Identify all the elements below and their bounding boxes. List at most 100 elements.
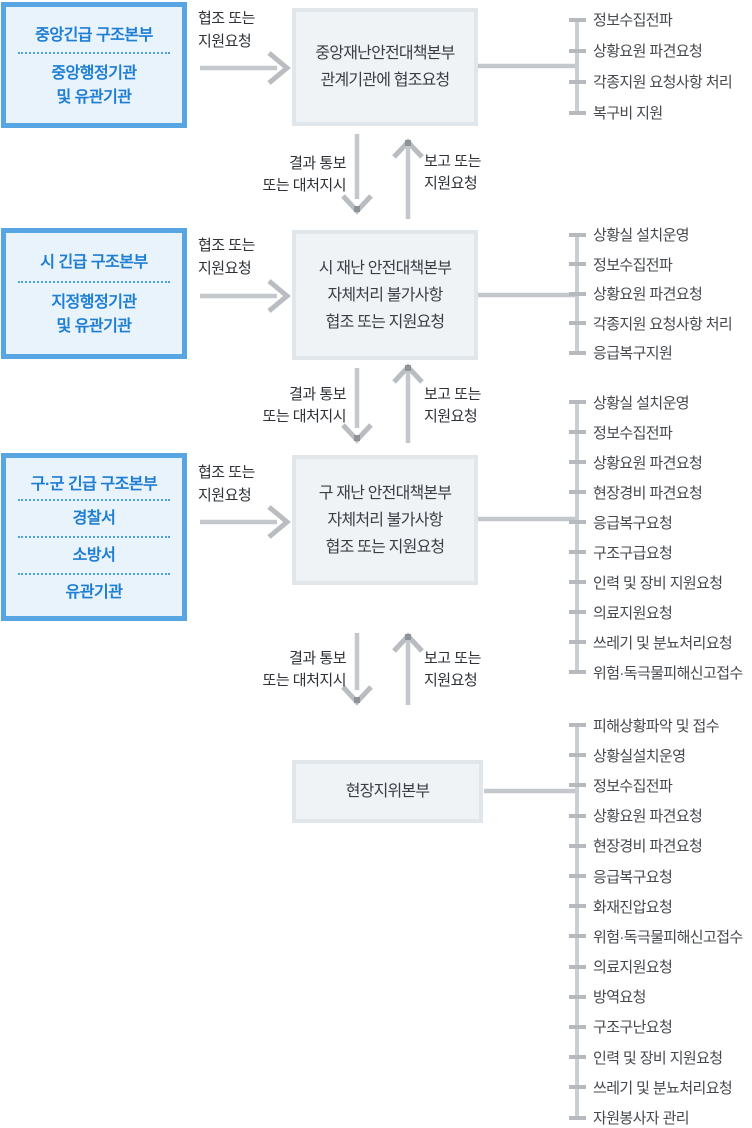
list-item: 방역요청 <box>569 982 752 1012</box>
dotted-divider <box>18 536 170 538</box>
label-line: 지원요청 <box>198 487 252 504</box>
central-disaster-safety-hq-box: 중앙재난안전대책본부 관계기관에 협조요청 <box>292 8 478 126</box>
box-title: 구·군 긴급 구조본부 <box>30 475 158 493</box>
up-arrow-1 <box>392 138 424 219</box>
list-item: 자원봉사자 관리 <box>569 1102 752 1128</box>
list-item: 응급복구지원 <box>569 338 752 368</box>
up-arrow-label-2: 보고 또는 지원요청 <box>424 384 544 428</box>
list-item: 인력 및 장비 지원요청 <box>569 1042 752 1072</box>
up-arrow-label-1: 보고 또는 지원요청 <box>424 151 544 195</box>
down-arrow-label-3: 결과 통보 또는 대처지시 <box>218 648 347 692</box>
box-line: 유관기관 <box>65 583 123 601</box>
dotted-divider <box>18 499 170 501</box>
list-item: 정보수집전파 <box>569 417 752 447</box>
list-item: 쓰레기 및 분뇨처리요청 <box>569 1072 752 1102</box>
label-line: 지원요청 <box>198 33 252 50</box>
list-item: 각종지원 요청사항 처리 <box>569 309 752 339</box>
label-line: 결과 통보 <box>289 386 346 403</box>
list-item: 의료지원요청 <box>569 597 752 627</box>
box-title: 중앙긴급 구조본부 <box>35 26 153 44</box>
h-arrow-row3 <box>200 505 291 539</box>
box-line: 협조 또는 지원요청 <box>325 313 445 331</box>
box-line: 중앙재난안전대책본부 <box>315 45 455 62</box>
label-line: 또는 대처지시 <box>262 672 347 689</box>
up-arrow-label-3: 보고 또는 지원요청 <box>424 648 544 692</box>
list-item: 구조구급요청 <box>569 537 752 567</box>
list-item: 상황요원 파견요청 <box>569 447 752 477</box>
label-line: 또는 대처지시 <box>262 408 347 425</box>
box-line: 소방서 <box>72 546 116 564</box>
city-disaster-safety-hq-box: 시 재난 안전대책본부 자체처리 불가사항 협조 또는 지원요청 <box>292 230 478 360</box>
label-line: 협조 또는 <box>198 10 255 27</box>
box-line: 현장지위본부 <box>345 783 430 800</box>
up-arrow-3 <box>392 632 424 705</box>
list-item: 쓰레기 및 분뇨처리요청 <box>569 627 752 657</box>
label-line: 또는 대처지시 <box>262 177 347 194</box>
h-arrow-label-3: 협조 또는 지원요청 <box>198 461 298 507</box>
dotted-divider <box>18 280 170 283</box>
list-item: 상황요원 파견요청 <box>569 279 752 309</box>
list-item: 상황실 설치운영 <box>569 387 752 417</box>
list-item: 상황실설치운영 <box>569 740 752 770</box>
city-emergency-rescue-hq-box: 시 긴급 구조본부 지정행정기관 및 유관기관 <box>1 228 187 359</box>
label-line: 보고 또는 <box>424 386 481 403</box>
list-item: 현장경비 파견요청 <box>569 831 752 861</box>
label-line: 보고 또는 <box>424 153 481 170</box>
down-arrow-1 <box>341 134 373 215</box>
central-emergency-rescue-hq-box: 중앙긴급 구조본부 중앙행정기관 및 유관기관 <box>1 2 187 128</box>
down-arrow-2 <box>341 368 373 444</box>
box-line: 자체처리 불가사항 <box>327 511 443 529</box>
list-item: 각종지원 요청사항 처리 <box>569 66 752 97</box>
list-item: 상황실 설치운영 <box>569 220 752 250</box>
h-arrow-row2 <box>200 279 291 313</box>
down-arrow-label-2: 결과 통보 또는 대처지시 <box>218 384 347 428</box>
list-item: 복구비 지원 <box>569 97 752 128</box>
list-item: 위험·독극물피해신고접수 <box>569 657 752 687</box>
gu-gun-emergency-rescue-hq-box: 구·군 긴급 구조본부 경찰서 소방서 유관기관 <box>1 453 187 621</box>
gu-disaster-safety-hq-box: 구 재난 안전대책본부 자체처리 불가사항 협조 또는 지원요청 <box>292 455 478 585</box>
label-line: 결과 통보 <box>289 650 346 667</box>
label-line: 지원요청 <box>424 408 478 425</box>
box-line: 중앙행정기관 <box>51 64 137 82</box>
label-line: 협조 또는 <box>198 464 255 481</box>
label-line: 보고 또는 <box>424 650 481 667</box>
list-item: 화재진압요청 <box>569 891 752 921</box>
dotted-divider <box>18 52 170 54</box>
dotted-divider <box>18 573 170 575</box>
box-line: 및 유관기관 <box>56 88 132 106</box>
list-connectors <box>478 63 577 794</box>
label-line: 협조 또는 <box>198 237 255 254</box>
down-arrow-3 <box>341 633 373 706</box>
field-command-hq-box: 현장지위본부 <box>292 760 483 823</box>
list-item: 응급복구요청 <box>569 861 752 891</box>
box-line: 관계기관에 협조요청 <box>320 72 451 89</box>
box-line: 시 재난 안전대책본부 <box>318 259 452 277</box>
box-line: 지정행정기관 <box>51 294 137 312</box>
list-item: 위험·독극물피해신고접수 <box>569 921 752 951</box>
up-arrow-2 <box>392 363 424 443</box>
list-item: 피해상황파악 및 접수 <box>569 710 752 740</box>
label-line: 지원요청 <box>424 175 478 192</box>
box-line: 구 재난 안전대책본부 <box>318 484 452 502</box>
h-arrow-row1 <box>200 51 291 85</box>
h-arrow-label-2: 협조 또는 지원요청 <box>198 234 298 280</box>
list-item: 정보수집전파 <box>569 770 752 800</box>
list-item: 현장경비 파견요청 <box>569 477 752 507</box>
h-arrow-label-1: 협조 또는 지원요청 <box>198 7 298 53</box>
box-title: 시 긴급 구조본부 <box>40 253 148 271</box>
list-item: 의료지원요청 <box>569 952 752 982</box>
list-item: 인력 및 장비 지원요청 <box>569 567 752 597</box>
label-line: 지원요청 <box>424 672 478 689</box>
list-item: 구조구난요청 <box>569 1012 752 1042</box>
down-arrow-label-1: 결과 통보 또는 대처지시 <box>218 153 347 197</box>
label-line: 결과 통보 <box>289 155 346 172</box>
box-line: 경찰서 <box>72 509 116 527</box>
list-item: 상황요원 파견요청 <box>569 35 752 66</box>
box-line: 협조 또는 지원요청 <box>325 538 445 556</box>
